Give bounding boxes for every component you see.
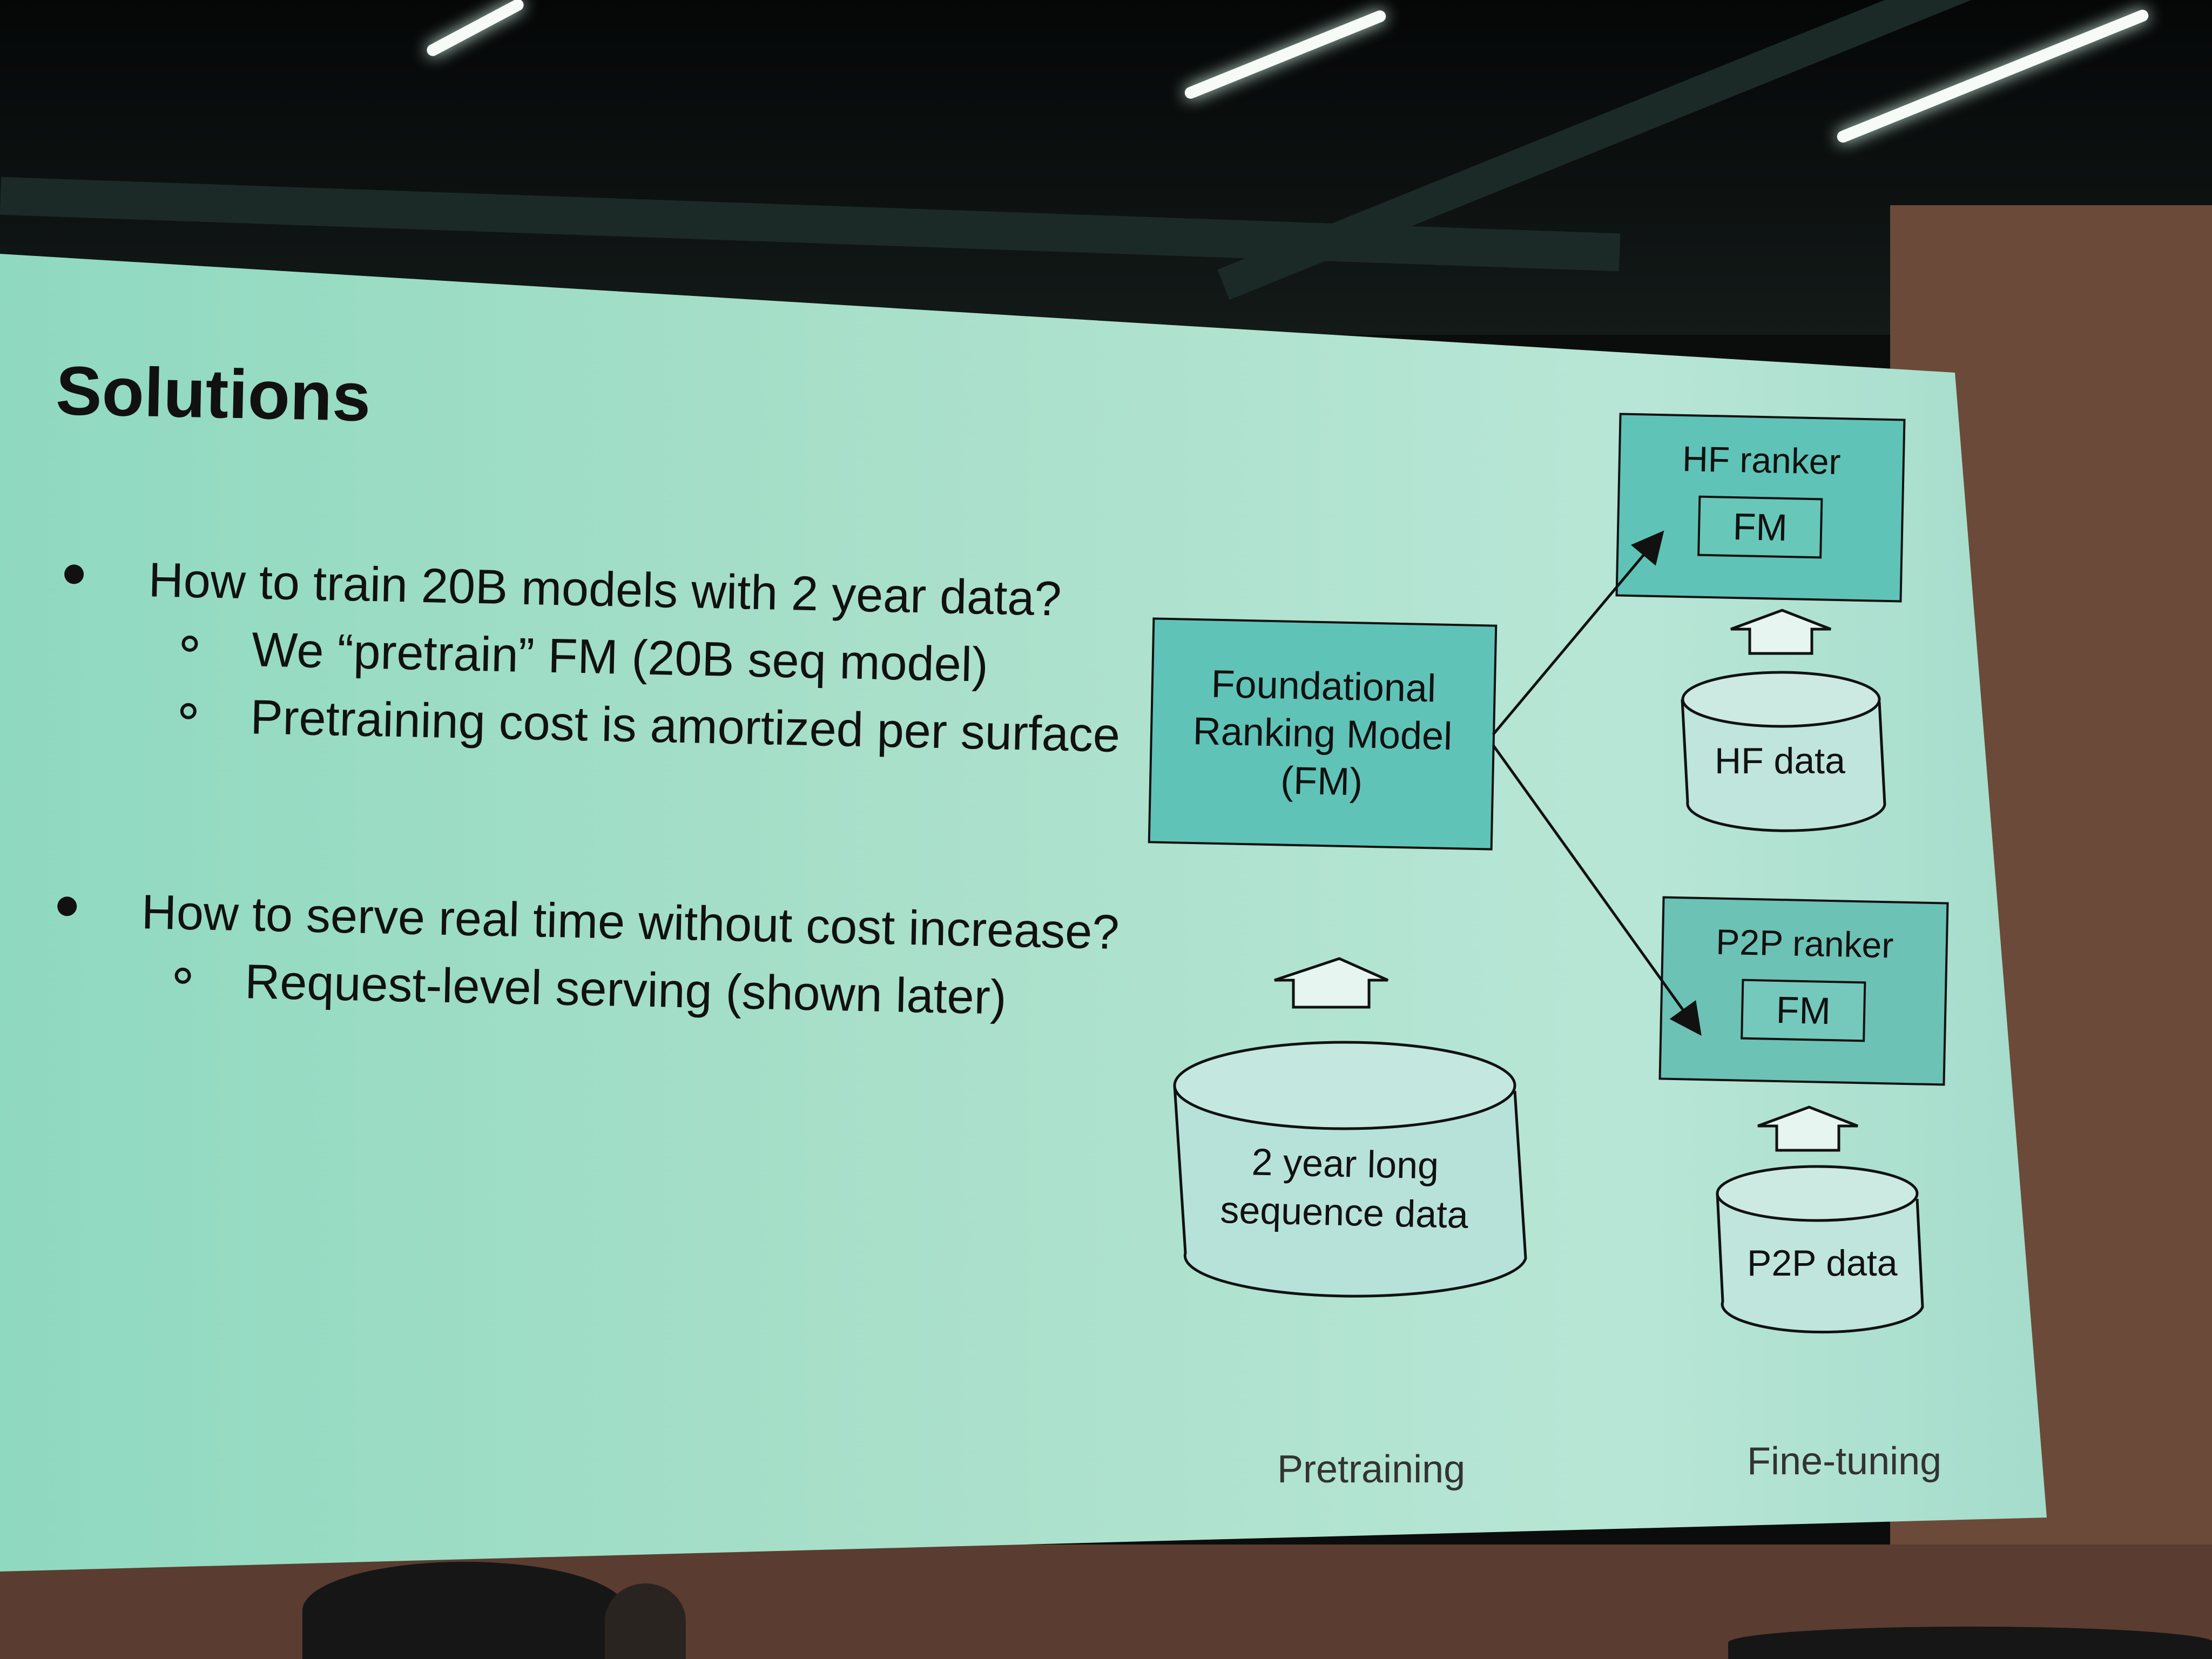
hf-ranker-box: HF ranker FM (1615, 413, 1906, 603)
sub-bullet-text: Request-level serving (shown later) (244, 955, 1007, 1025)
foundation-line: Ranking Model (1192, 709, 1453, 759)
fm-module: FM (1741, 979, 1866, 1042)
foundation-line: (FM) (1280, 759, 1363, 804)
audience-head (302, 1562, 626, 1659)
bullet-dot-icon (64, 564, 84, 584)
fm-module: FM (1697, 495, 1823, 559)
seq-data-line: 2 year long (1251, 1141, 1439, 1187)
foundation-line: Foundational (1210, 662, 1437, 711)
audience-head (1728, 1627, 2212, 1659)
slide-title: Solutions (55, 352, 372, 436)
sub-bullet-ring-icon (181, 635, 198, 652)
hf-data-label: HF data (1715, 740, 1845, 781)
p2p-data-label: P2P data (1747, 1243, 1898, 1284)
foundation-model-box: Foundational Ranking Model (FM) (1148, 617, 1498, 851)
seq-data-line: sequence data (1219, 1189, 1469, 1236)
sub-bullet-item: We “pretrain” FM (20B seq model) (181, 621, 1125, 697)
p2p-ranker-label: P2P ranker (1715, 921, 1894, 966)
sub-bullet-ring-icon (174, 967, 191, 984)
sub-bullet-item: Pretraining cost is amortized per surfac… (180, 689, 1124, 764)
sub-bullet-text: Pretraining cost is amortized per surfac… (249, 690, 1121, 763)
audience-head (605, 1583, 686, 1659)
sub-bullet-ring-icon (180, 703, 197, 720)
bullet-list: How to train 20B models with 2 year data… (55, 551, 1127, 1040)
finetuning-label: Fine-tuning (1747, 1440, 1942, 1483)
bullet-dot-icon (57, 896, 77, 916)
sub-bullet-item: Request-level serving (shown later) (174, 953, 1118, 1028)
sub-bullet-text: We “pretrain” FM (20B seq model) (251, 623, 989, 692)
p2p-ranker-box: P2P ranker FM (1658, 896, 1949, 1086)
pretraining-label: Pretraining (1277, 1448, 1466, 1491)
seq-data-label: 2 year long sequence data (1217, 1137, 1473, 1239)
hf-ranker-label: HF ranker (1682, 438, 1842, 482)
